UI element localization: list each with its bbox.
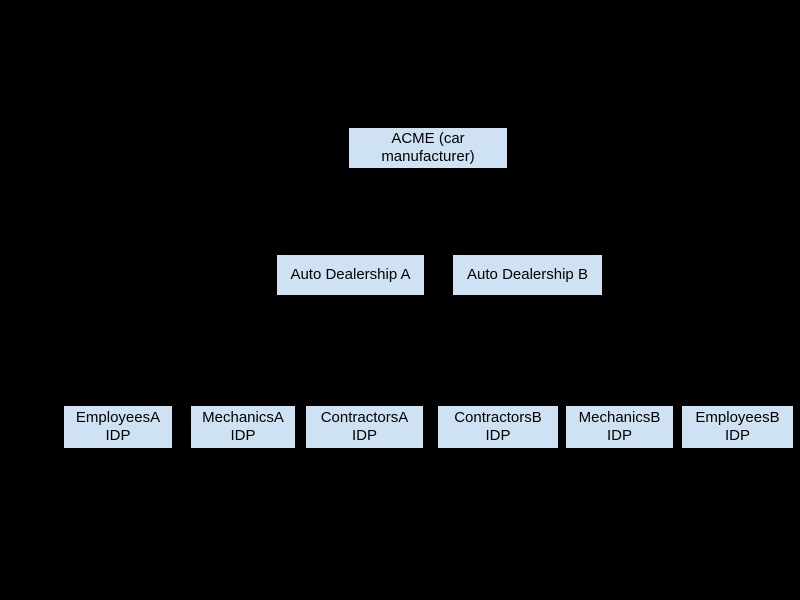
node-auto-dealership-b: Auto Dealership B: [453, 255, 602, 295]
node-mechanicsa-idp: MechanicsA IDP: [191, 406, 295, 448]
node-mechanicsb-idp: MechanicsB IDP: [566, 406, 673, 448]
node-auto-dealership-a: Auto Dealership A: [277, 255, 424, 295]
node-acme-manufacturer: ACME (car manufacturer): [349, 128, 507, 168]
node-contractorsb-idp: ContractorsB IDP: [438, 406, 558, 448]
node-employeesa-idp: EmployeesA IDP: [64, 406, 172, 448]
node-contractorsa-idp: ContractorsA IDP: [306, 406, 423, 448]
node-employeesb-idp: EmployeesB IDP: [682, 406, 793, 448]
